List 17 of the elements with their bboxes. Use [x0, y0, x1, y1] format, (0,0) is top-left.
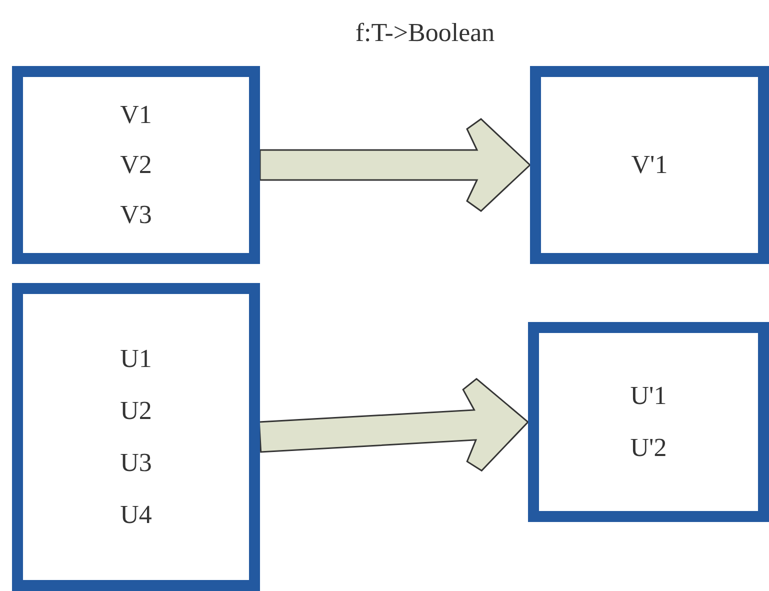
- box: [12, 283, 260, 591]
- node-text: U'2: [630, 435, 667, 461]
- node-text: U4: [120, 502, 152, 528]
- node-text: U3: [120, 450, 152, 476]
- box: [528, 322, 769, 522]
- box: [12, 66, 260, 264]
- node-text: V'1: [631, 152, 668, 178]
- node-text: V1: [120, 102, 152, 128]
- box: [530, 66, 769, 264]
- block-arrow: [258, 378, 530, 472]
- node-text: U2: [120, 398, 152, 424]
- node-text: U'1: [630, 383, 667, 409]
- node-text: U1: [120, 346, 152, 372]
- node-text: V3: [120, 202, 152, 228]
- node-text: V2: [120, 152, 152, 178]
- block-arrow: [259, 118, 532, 212]
- title: f:T->Boolean: [354, 18, 496, 48]
